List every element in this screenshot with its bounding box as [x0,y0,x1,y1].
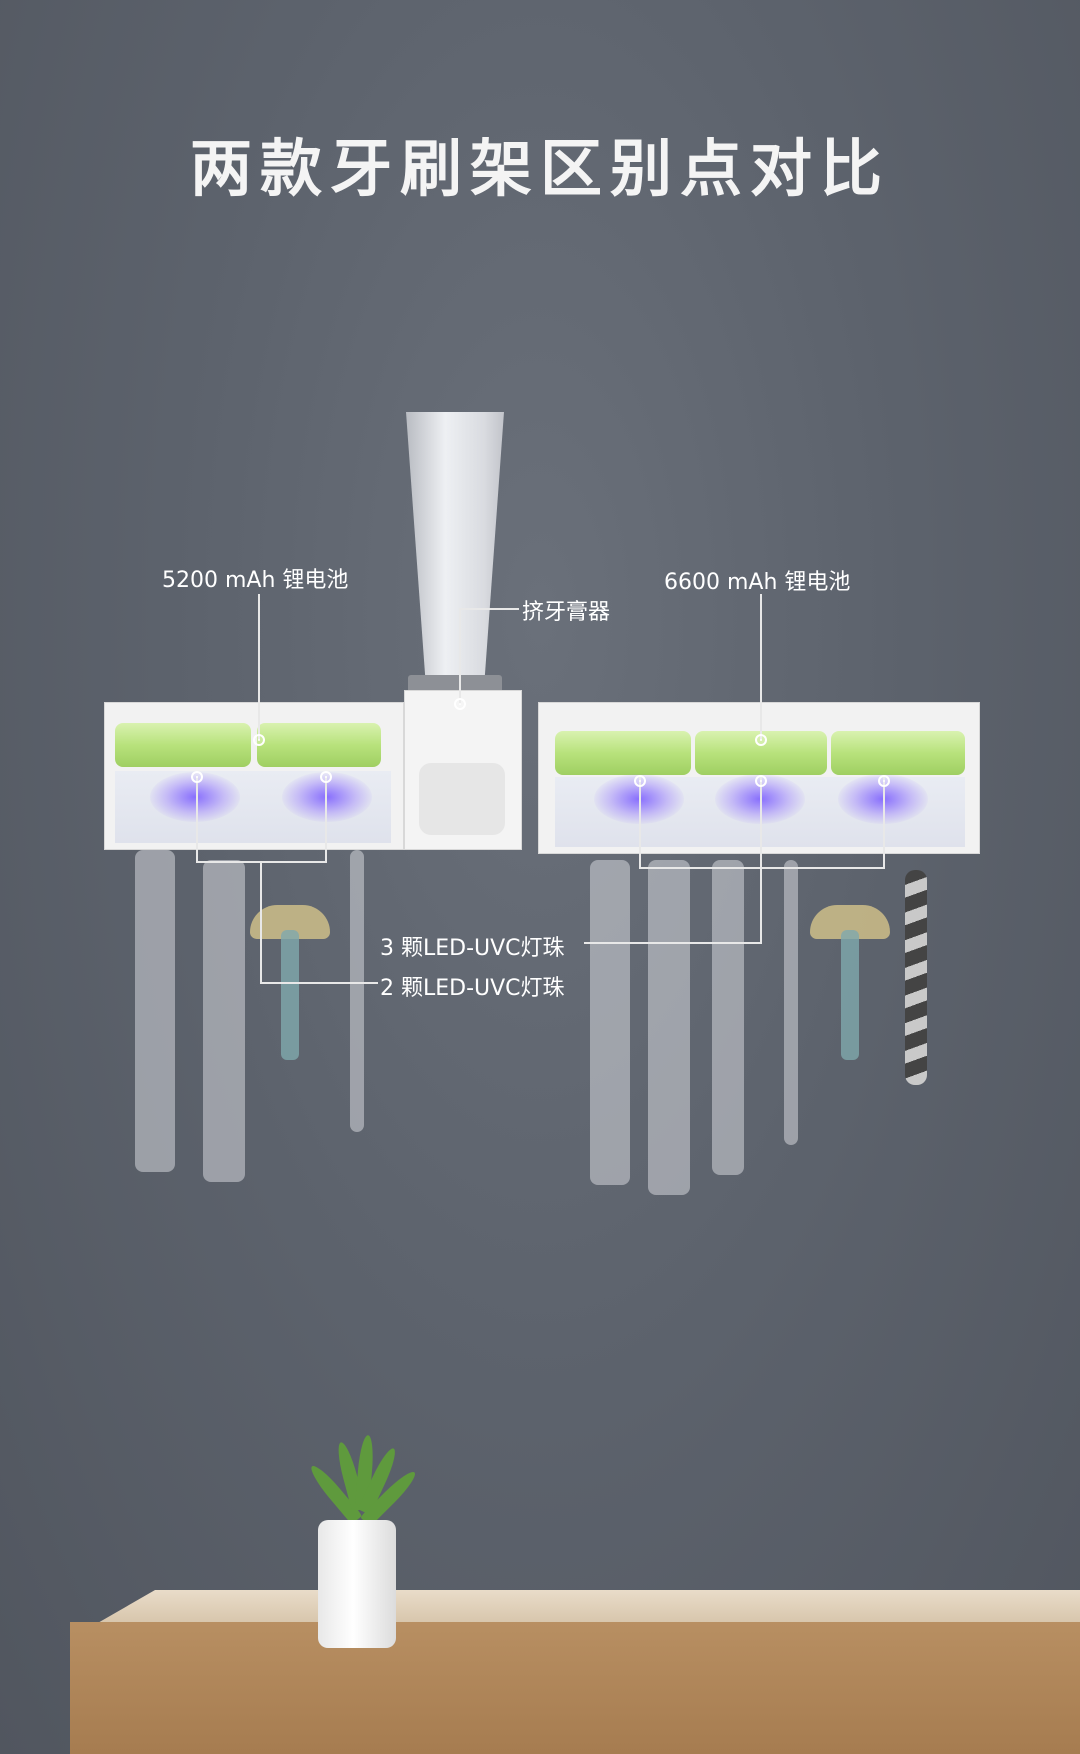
plant-pot [318,1520,396,1648]
left-battery-cell [115,723,251,767]
electric-toothbrush [712,860,744,1175]
razor [905,870,927,1085]
leader-line [260,982,378,984]
right-battery-cell [555,731,691,775]
battery-marker [253,734,265,746]
led-marker [755,775,767,787]
left-battery-label: 5200 mAh 锂电池 [162,568,349,593]
leader-line [584,942,762,944]
electric-toothbrush [135,850,175,1172]
page-title: 两款牙刷架区别点对比 [189,132,890,205]
left-holder [104,702,404,850]
toothpaste-dispenser [404,690,522,850]
left-battery-cell [257,723,381,767]
dispenser-window [419,763,505,835]
manual-toothbrush [350,850,364,1132]
led-marker [191,771,203,783]
three-leds-label: 3 颗LED-UVC灯珠 [380,936,565,961]
leader-line [639,867,885,869]
leader-line [260,861,262,983]
electric-toothbrush [590,860,630,1185]
led-marker [878,775,890,787]
leader-line [258,594,260,740]
leader-line [325,776,327,862]
cup-holder-stem [281,930,299,1060]
table-front [70,1622,1080,1754]
leader-line [760,594,762,740]
battery-marker [755,734,767,746]
electric-toothbrush [648,860,690,1195]
leader-line [459,608,519,610]
right-battery-cell [831,731,965,775]
table-top [96,1590,1080,1624]
leader-line [459,608,461,704]
leader-line [639,776,641,868]
electric-toothbrush [203,860,245,1182]
manual-toothbrush [784,860,798,1145]
led-marker [634,775,646,787]
leader-line [883,776,885,868]
cup-holder-stem [841,930,859,1060]
leader-line [196,776,198,862]
dispenser-label: 挤牙膏器 [522,600,611,625]
two-leds-label: 2 颗LED-UVC灯珠 [380,976,565,1001]
right-battery-label: 6600 mAh 锂电池 [664,570,851,595]
toothpaste-tube [406,412,504,682]
led-marker [320,771,332,783]
dispenser-marker [454,698,466,710]
leader-line [760,776,762,942]
